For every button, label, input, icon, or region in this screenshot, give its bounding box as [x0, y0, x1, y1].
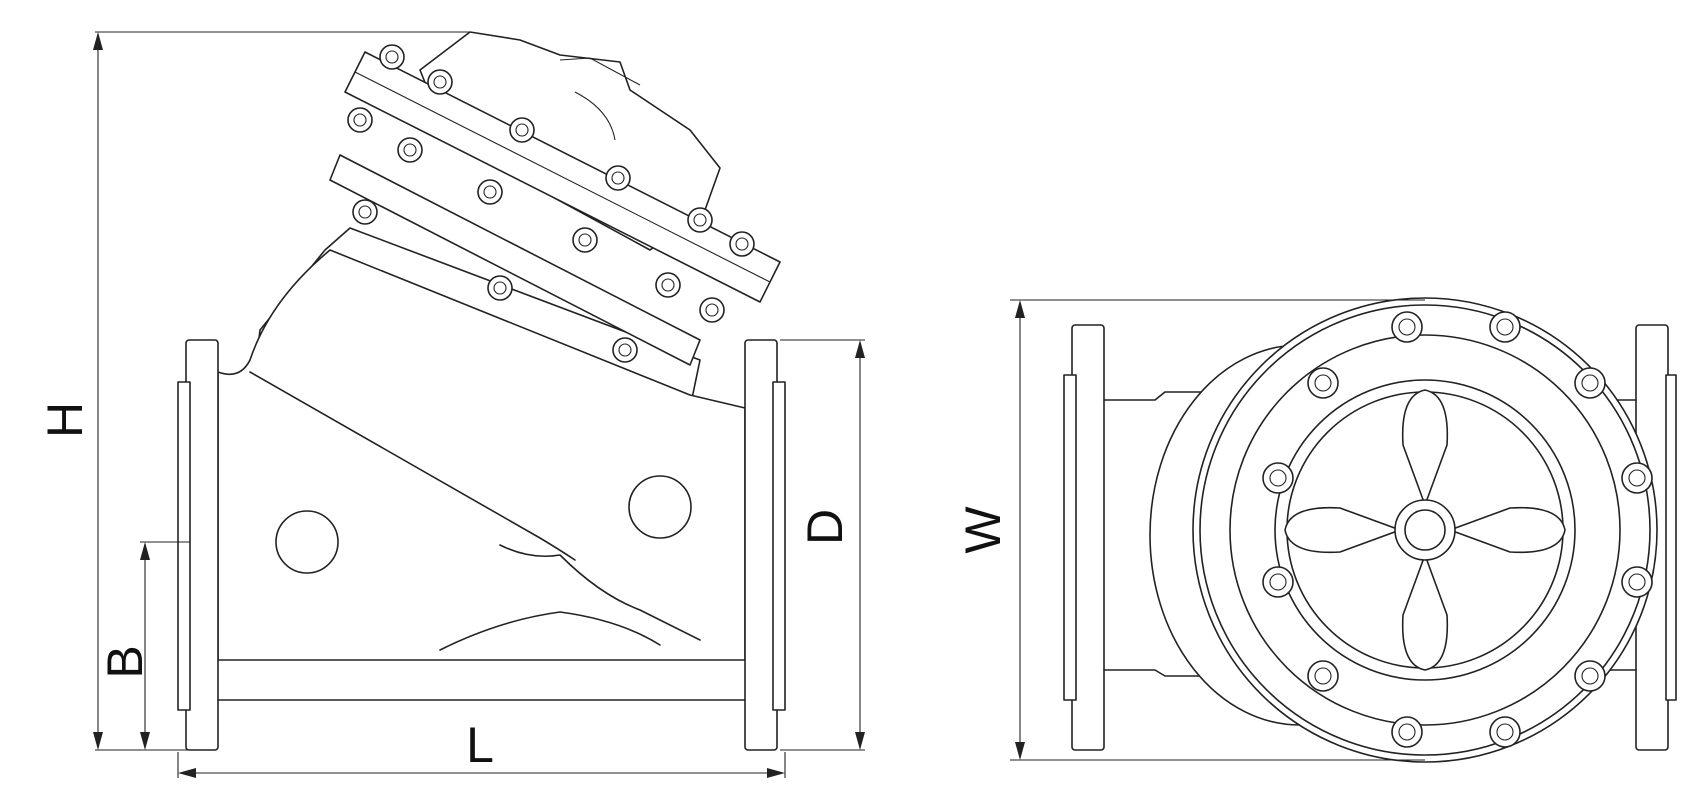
body-flange	[329, 154, 701, 366]
dimension-label-l: L	[466, 717, 494, 773]
dimension-label-h: H	[37, 402, 93, 438]
dimension-label-b: B	[97, 645, 153, 678]
dimension-h: H	[37, 31, 470, 751]
port-left	[275, 510, 339, 574]
dimension-label-d: D	[797, 509, 853, 545]
dimension-d: D	[780, 339, 865, 751]
dimension-w: W	[955, 299, 1425, 761]
side-view	[177, 31, 786, 751]
dimension-l: L	[177, 717, 786, 778]
hub	[1394, 499, 1456, 561]
front-view	[1063, 297, 1677, 763]
port-right	[628, 475, 692, 539]
valve-body	[217, 249, 746, 661]
front-cover-bolts	[1262, 311, 1653, 748]
cover-bolts	[347, 44, 755, 363]
dimension-b: B	[97, 541, 190, 750]
front-left-flange	[1071, 324, 1105, 751]
handwheel	[1284, 389, 1566, 671]
dimension-label-w: W	[955, 506, 1011, 554]
